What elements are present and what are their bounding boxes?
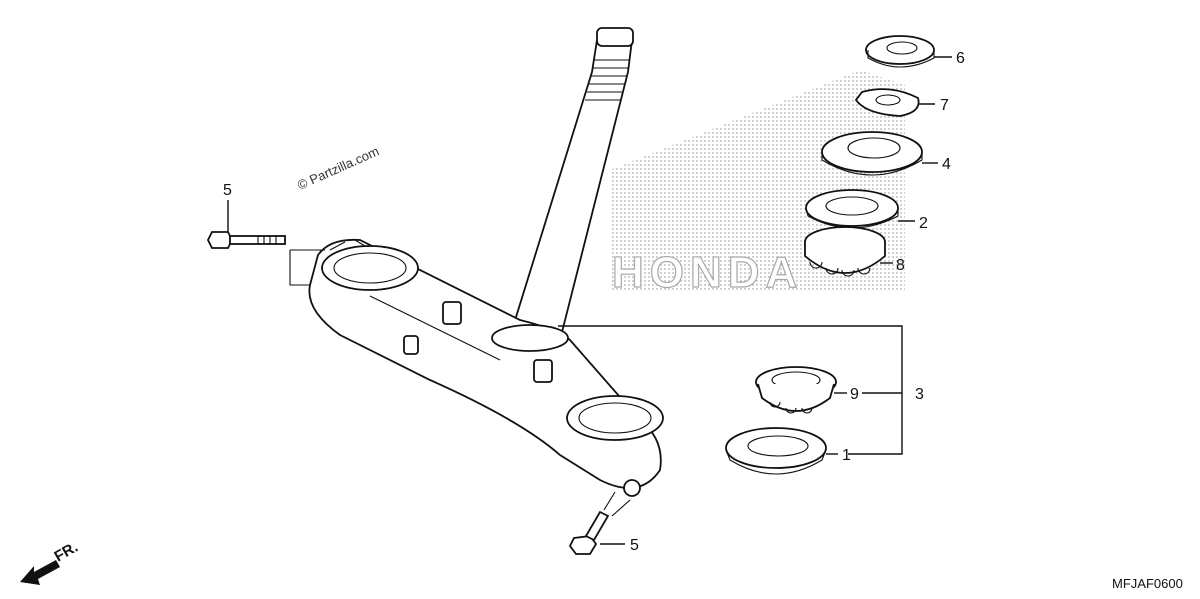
front-direction-arrow-icon: FR.: [20, 539, 81, 585]
callout-3: 3: [915, 386, 924, 403]
upper-bearing: [804, 226, 893, 277]
lower-race: [725, 427, 838, 475]
lock-nut: [865, 35, 952, 68]
callout-8: 8: [896, 257, 905, 274]
callout-2: 2: [919, 215, 928, 232]
callout-3-bracket: [558, 325, 903, 455]
callout-9: 9: [850, 386, 859, 403]
bolt-bottom: [568, 491, 631, 555]
honda-brand-text: HONDA: [612, 248, 803, 297]
partzilla-watermark: © Partzilla.com: [295, 143, 381, 192]
callout-5-bottom: 5: [630, 537, 639, 554]
lock-washer: [854, 88, 935, 117]
callout-1: 1: [842, 447, 851, 464]
callout-6: 6: [956, 50, 965, 67]
bolt-top: [206, 200, 325, 286]
callout-7: 7: [940, 97, 949, 114]
diagram-code: MFJAF0600: [1112, 576, 1183, 591]
callout-4: 4: [942, 156, 951, 173]
lower-bearing: [755, 366, 847, 414]
steering-stem-lower-clamp: [308, 27, 664, 497]
adjusting-nut: [821, 131, 938, 176]
callout-5-top: 5: [223, 182, 232, 199]
